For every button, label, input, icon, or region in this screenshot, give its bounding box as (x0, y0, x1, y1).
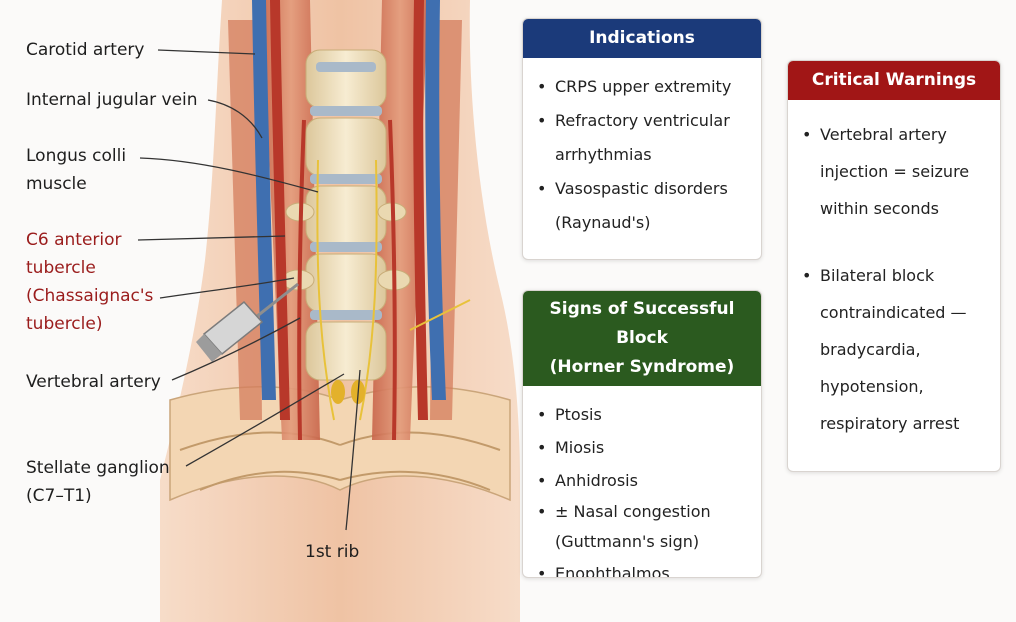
list-item: Miosis (537, 431, 747, 464)
label-leader-lines (137, 49, 361, 531)
list-item: Anhidrosis (537, 464, 747, 497)
vertebral-arteries (297, 119, 397, 441)
leader-ijv (207, 99, 263, 139)
leader-vertebral (171, 317, 301, 381)
leader-c6 (137, 235, 286, 241)
list-item: Enophthalmos (537, 557, 747, 577)
label-c6-anterior-tubercle: C6 anterior tubercle (Chassaignac's tube… (26, 230, 154, 334)
leader-longus (139, 157, 319, 193)
warnings-title: Critical Warnings (788, 61, 1000, 100)
list-item: Ptosis (537, 398, 747, 431)
list-item: Vertebral artery injection = seizure wit… (802, 116, 986, 227)
label-longus-colli: Longus colli muscle (26, 146, 127, 194)
indications-card: Indications CRPS upper extremity Refract… (522, 18, 762, 260)
leader-stellate (185, 373, 345, 467)
needle-icon (196, 282, 299, 362)
carotid-arteries (270, 0, 428, 420)
signs-title: Signs of Successful Block (Horner Syndro… (523, 291, 761, 386)
label-internal-jugular-vein: Internal jugular vein (26, 90, 198, 110)
internal-jugular-veins (252, 0, 446, 400)
list-item: ± Nasal congestion (Guttmann's sign) (537, 497, 747, 557)
neck-anatomy-illustration (137, 0, 520, 622)
warnings-card: Critical Warnings Vertebral artery injec… (787, 60, 1001, 472)
indications-title: Indications (523, 19, 761, 58)
list-item: Bilateral block contraindicated — bradyc… (802, 257, 986, 442)
leader-rib (345, 369, 361, 531)
list-item: Refractory ventricular arrhythmias (537, 104, 747, 172)
signs-list: Ptosis Miosis Anhidrosis ± Nasal congest… (523, 386, 761, 577)
indications-list: CRPS upper extremity Refractory ventricu… (523, 58, 761, 248)
label-first-rib: 1st rib (305, 542, 360, 562)
label-vertebral-artery: Vertebral artery (26, 372, 161, 392)
label-stellate-ganglion: Stellate ganglion (C7–T1) (26, 458, 170, 506)
list-item: CRPS upper extremity (537, 70, 747, 104)
list-item: Vasospastic disorders (Raynaud's) (537, 172, 747, 240)
leader-carotid (157, 49, 256, 55)
signs-card: Signs of Successful Block (Horner Syndro… (522, 290, 762, 578)
chest-rib-area (169, 386, 511, 502)
leader-chassaignac (159, 277, 295, 299)
label-carotid-artery: Carotid artery (26, 40, 145, 60)
warnings-list: Vertebral artery injection = seizure wit… (788, 100, 1000, 450)
